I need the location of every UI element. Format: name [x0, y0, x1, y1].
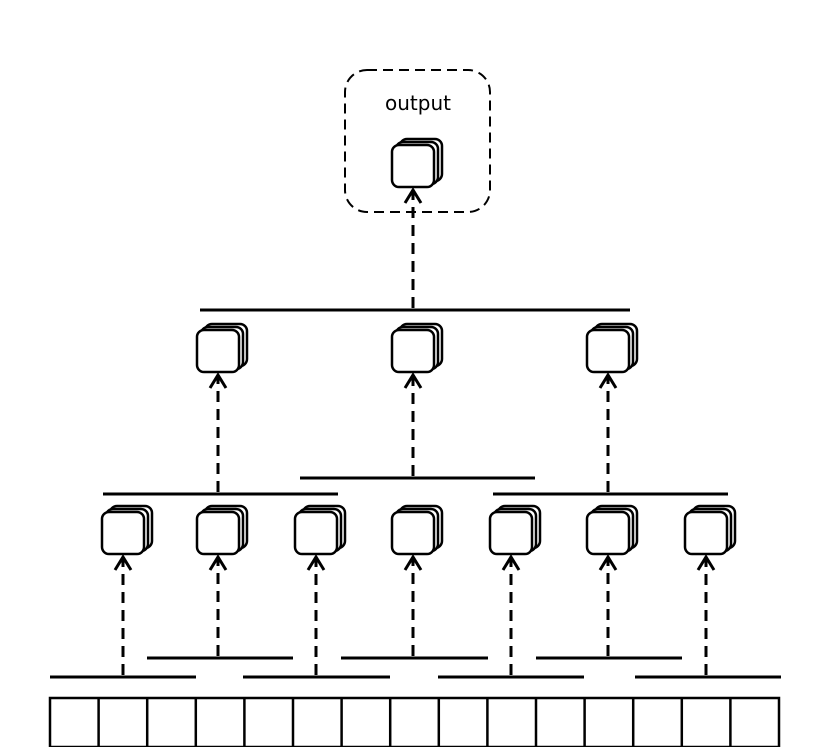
level2-arrow-2: [403, 372, 423, 476]
feature-map-layer: [585, 510, 631, 556]
level1-arrow-4: [403, 554, 423, 656]
level1-arrow-1: [113, 554, 133, 675]
level1-node-1: [100, 504, 154, 556]
level1-arrow-2: [208, 554, 228, 656]
level1-node-5: [488, 504, 542, 556]
feature-map-nodes: [100, 137, 737, 556]
arrow-head: [306, 554, 326, 571]
level1-node-2: [195, 504, 249, 556]
arrow-head: [208, 372, 228, 389]
feature-map-layer: [488, 510, 534, 556]
output-node-icon: [390, 137, 444, 189]
level1-node-3: [293, 504, 347, 556]
arrow-head: [598, 554, 618, 571]
pooling-bars: [50, 308, 781, 679]
feature-map-layer: [293, 510, 339, 556]
feature-map-layer: [683, 510, 729, 556]
arrow-head: [696, 554, 716, 571]
output-label: output: [385, 91, 451, 115]
feature-map-layer: [390, 328, 436, 374]
level2-arrow-3: [598, 372, 618, 492]
output-region: [344, 69, 491, 213]
level1-arrow-3: [306, 554, 326, 675]
dashed-arrows: [113, 187, 716, 675]
feature-map-layer: [100, 510, 146, 556]
arrow-head: [501, 554, 521, 571]
level1-arrow-5: [501, 554, 521, 675]
input-sequence-frame: [48, 696, 781, 749]
input-sequence: [48, 696, 781, 749]
level2-node-1: [195, 322, 249, 374]
arrow-head: [208, 554, 228, 571]
level2-arrow-1: [208, 372, 228, 492]
feature-map-layer: [195, 510, 241, 556]
feature-map-layer: [585, 328, 631, 374]
level2-node-3: [585, 322, 639, 374]
arrow-head: [403, 554, 423, 571]
arrow-head: [598, 372, 618, 389]
arrow-head: [403, 187, 423, 204]
output-dashed-box: [344, 69, 491, 213]
level1-arrow-7: [696, 554, 716, 675]
feature-map-layer: [195, 328, 241, 374]
feature-map-layer: [390, 143, 436, 189]
arrow-head: [403, 372, 423, 389]
level1-node-7: [683, 504, 737, 556]
arrow-head: [113, 554, 133, 571]
level1-arrow-6: [598, 554, 618, 656]
level2-node-2: [390, 322, 444, 374]
level1-node-6: [585, 504, 639, 556]
level1-node-4: [390, 504, 444, 556]
output-arrow: [403, 187, 423, 308]
feature-map-layer: [390, 510, 436, 556]
